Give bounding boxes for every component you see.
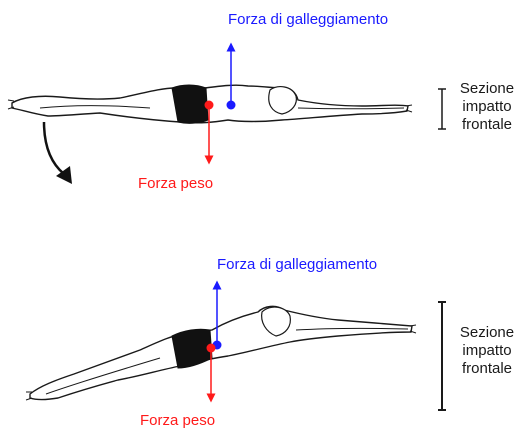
swimmer-swimsuit	[172, 85, 208, 123]
section-label-line: Sezione	[452, 324, 522, 342]
weight-center-point	[205, 101, 214, 110]
section-label-1: Sezione impatto frontale	[452, 80, 522, 134]
section-label-line: impatto	[452, 342, 522, 360]
swimmer-swimsuit	[172, 329, 212, 368]
weight-center-point	[207, 344, 216, 353]
section-label-line: frontale	[452, 360, 522, 378]
curved-arrow-icon	[44, 122, 72, 184]
weight-label-1: Forza peso	[138, 176, 213, 191]
section-label-line: Sezione	[452, 80, 522, 98]
swimmer-body-outline	[30, 306, 412, 399]
buoyancy-center-point	[227, 101, 236, 110]
section-label-2: Sezione impatto frontale	[452, 324, 522, 378]
section-bar-2	[438, 302, 446, 410]
section-label-line: frontale	[452, 116, 522, 134]
section-bar-1	[438, 89, 446, 129]
swimmer-figure-tilted	[26, 306, 416, 400]
section-label-line: impatto	[452, 98, 522, 116]
buoyancy-label-1: Forza di galleggiamento	[228, 12, 388, 27]
buoyancy-label-2: Forza di galleggiamento	[217, 257, 377, 272]
weight-label-2: Forza peso	[140, 413, 215, 428]
